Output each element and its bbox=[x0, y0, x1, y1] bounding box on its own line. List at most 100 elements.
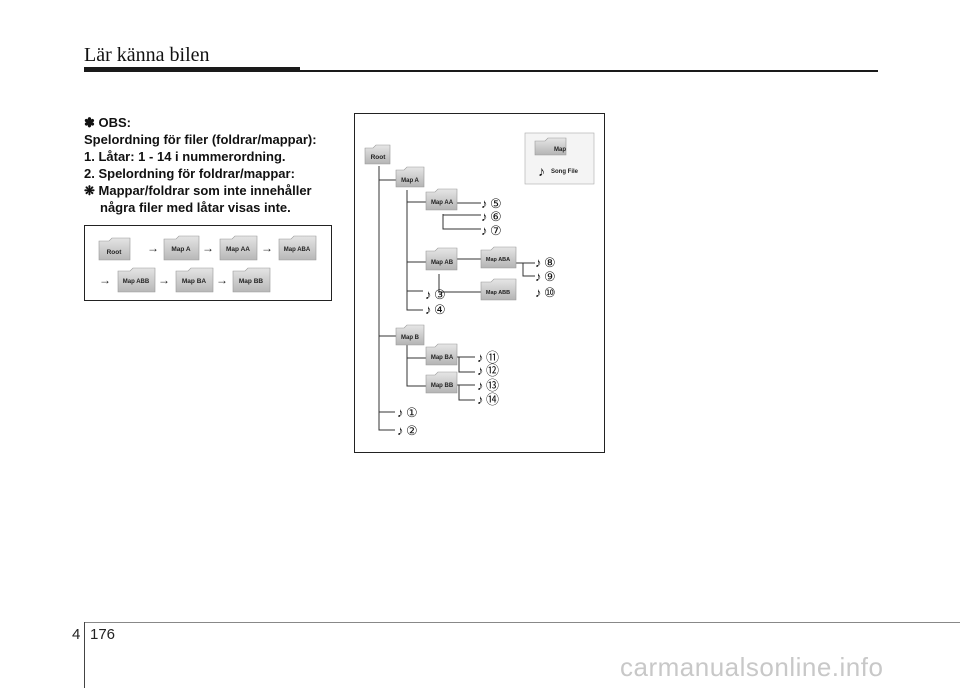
svg-text:Map BB: Map BB bbox=[431, 383, 454, 389]
footer-page-number: 176 bbox=[90, 626, 116, 643]
svg-text:Map AA: Map AA bbox=[431, 200, 454, 206]
music-note-icon: ♪ bbox=[477, 363, 484, 378]
music-note-icon: ♪ bbox=[481, 196, 488, 211]
svg-text:⑪: ⑪ bbox=[486, 350, 499, 365]
song-4: ♪ ④ bbox=[425, 302, 446, 317]
svg-text:Map AB: Map AB bbox=[431, 260, 454, 266]
tree-folder-map-ab: Map AB bbox=[425, 247, 458, 271]
music-note-icon: ♪ bbox=[477, 350, 484, 365]
svg-text:③: ③ bbox=[434, 287, 446, 302]
order-folder-map-aa: Map AA bbox=[219, 235, 258, 261]
svg-text:Map BA: Map BA bbox=[431, 355, 454, 361]
svg-text:⑬: ⑬ bbox=[486, 378, 499, 393]
music-note-icon: ♪ bbox=[397, 405, 404, 420]
music-note-icon: ♪ bbox=[535, 255, 542, 270]
svg-text:Root: Root bbox=[371, 154, 387, 161]
tree-legend: Map ♪ Song File bbox=[524, 132, 595, 185]
header-bar bbox=[84, 67, 300, 72]
music-note-icon: ♪ bbox=[397, 423, 404, 438]
svg-text:①: ① bbox=[406, 405, 418, 420]
watermark: carmanualsonline.info bbox=[620, 652, 884, 682]
order-folder-map-abb: Map ABB bbox=[117, 267, 156, 293]
music-note-icon: ♪ bbox=[425, 302, 432, 317]
svg-text:Map ABA: Map ABA bbox=[486, 257, 510, 263]
note-line: 2. Spelordning för foldrar/mappar: bbox=[84, 166, 295, 181]
tree-folder-map-a: Map A bbox=[395, 166, 425, 188]
order-folder-map-ba: Map BA bbox=[175, 267, 214, 293]
svg-text:⑦: ⑦ bbox=[490, 223, 502, 238]
svg-text:⑧: ⑧ bbox=[544, 255, 556, 270]
song-14: ♪ ⑭ bbox=[477, 392, 499, 407]
footer-rule bbox=[84, 622, 960, 623]
music-note-icon: ♪ bbox=[535, 285, 542, 300]
svg-text:Map: Map bbox=[554, 147, 566, 153]
svg-text:Map AA: Map AA bbox=[226, 246, 250, 253]
play-order-diagram: Root → Map A → Map AA → Map ABA → Map AB… bbox=[84, 225, 332, 301]
svg-text:Map ABB: Map ABB bbox=[486, 290, 510, 296]
music-note-icon: ♪ bbox=[477, 378, 484, 393]
svg-text:⑫: ⑫ bbox=[486, 363, 499, 378]
svg-text:⑩: ⑩ bbox=[544, 285, 556, 300]
music-note-icon: ♪ bbox=[535, 269, 542, 284]
tree-folder-map-aa: Map AA bbox=[425, 188, 458, 211]
song-1: ♪ ① bbox=[397, 405, 418, 420]
svg-text:Map A: Map A bbox=[171, 246, 191, 253]
svg-text:⑤: ⑤ bbox=[490, 196, 502, 211]
svg-text:④: ④ bbox=[434, 302, 446, 317]
song-files: ♪ ⑤ ♪ ⑥ ♪ ⑦ ♪ ⑧ ♪ ⑨ ♪ ⑩ bbox=[397, 196, 556, 438]
music-note-icon: ♪ bbox=[481, 223, 488, 238]
note-heading: ✽ OBS: bbox=[84, 115, 132, 130]
footer-chapter-number: 4 bbox=[72, 626, 81, 643]
arrow-icon: → bbox=[261, 241, 273, 255]
song-10: ♪ ⑩ bbox=[535, 285, 556, 300]
folder-tree-svg: Map ♪ Song File Root Map A Map AA Map AB… bbox=[364, 132, 595, 438]
song-7: ♪ ⑦ bbox=[481, 223, 502, 238]
svg-text:Map ABA: Map ABA bbox=[284, 247, 311, 253]
tree-connectors bbox=[378, 166, 535, 431]
note-line: Spelordning för filer (foldrar/mappar): bbox=[84, 132, 317, 147]
note-line: ❋ Mappar/foldrar som inte innehåller bbox=[84, 183, 312, 198]
song-11: ♪ ⑪ bbox=[477, 350, 499, 365]
arrow-icon: → bbox=[202, 241, 214, 255]
song-8: ♪ ⑧ bbox=[535, 255, 556, 270]
song-6: ♪ ⑥ bbox=[481, 209, 502, 224]
arrow-icon: → bbox=[158, 273, 170, 287]
order-folder-root: Root bbox=[98, 237, 131, 261]
arrow-icon: → bbox=[147, 241, 159, 255]
svg-text:Map B: Map B bbox=[401, 335, 420, 341]
svg-text:Map BB: Map BB bbox=[239, 278, 264, 285]
arrow-icon: → bbox=[216, 273, 228, 287]
svg-text:⑭: ⑭ bbox=[486, 392, 499, 407]
svg-text:②: ② bbox=[406, 423, 418, 438]
music-note-icon: ♪ bbox=[481, 209, 488, 224]
arrow-icon: → bbox=[99, 273, 111, 287]
song-13: ♪ ⑬ bbox=[477, 378, 499, 393]
folder-tree-diagram: Map ♪ Song File Root Map A Map AA Map AB… bbox=[354, 113, 605, 453]
note-line: några filer med låtar visas inte. bbox=[100, 200, 291, 215]
music-note-icon: ♪ bbox=[477, 392, 484, 407]
tree-folder-map-ba: Map BA bbox=[425, 343, 458, 366]
svg-text:⑨: ⑨ bbox=[544, 269, 556, 284]
tree-folder-root: Root bbox=[364, 144, 391, 165]
svg-text:⑥: ⑥ bbox=[490, 209, 502, 224]
footer-divider bbox=[84, 622, 85, 688]
tree-folder-map-abb: Map ABB bbox=[480, 278, 517, 301]
song-5: ♪ ⑤ bbox=[481, 196, 502, 211]
svg-text:Song File: Song File bbox=[551, 169, 579, 175]
tree-folder-map-b: Map B bbox=[395, 324, 425, 346]
page-header-title: Lär känna bilen bbox=[84, 44, 210, 66]
tree-folder-map-aba: Map ABA bbox=[480, 246, 517, 269]
order-folder-map-bb: Map BB bbox=[232, 267, 271, 293]
music-note-icon: ♪ bbox=[425, 287, 432, 302]
order-folder-map-a: Map A bbox=[163, 235, 200, 261]
order-folder-map-aba: Map ABA bbox=[278, 235, 317, 261]
tree-folder-map-bb: Map BB bbox=[425, 371, 458, 394]
svg-text:Map BA: Map BA bbox=[182, 278, 207, 285]
music-note-icon: ♪ bbox=[538, 163, 545, 179]
svg-text:Root: Root bbox=[107, 249, 123, 256]
svg-text:Map ABB: Map ABB bbox=[123, 279, 150, 285]
svg-text:Map A: Map A bbox=[401, 178, 419, 184]
song-12: ♪ ⑫ bbox=[477, 363, 499, 378]
song-3: ♪ ③ bbox=[425, 287, 446, 302]
play-order-svg: Root → Map A → Map AA → Map ABA → Map AB… bbox=[98, 235, 317, 293]
